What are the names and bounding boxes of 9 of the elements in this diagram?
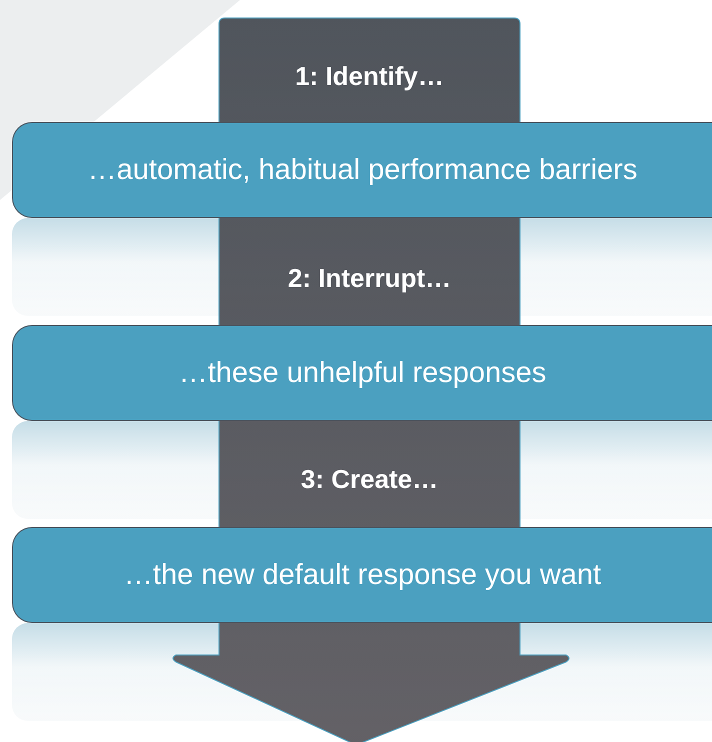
band-text: …these unhelpful responses bbox=[178, 356, 546, 390]
step-label: 1: Identify… bbox=[295, 60, 444, 92]
step-band bbox=[12, 325, 712, 421]
step-label: 2: Interrupt… bbox=[288, 262, 452, 294]
step-band bbox=[12, 122, 712, 218]
step-band bbox=[12, 527, 712, 623]
band-text: …automatic, habitual performance barriers bbox=[88, 154, 638, 186]
band-text: …the new default response you want bbox=[124, 558, 602, 592]
step-label: 3: Create… bbox=[300, 464, 438, 494]
